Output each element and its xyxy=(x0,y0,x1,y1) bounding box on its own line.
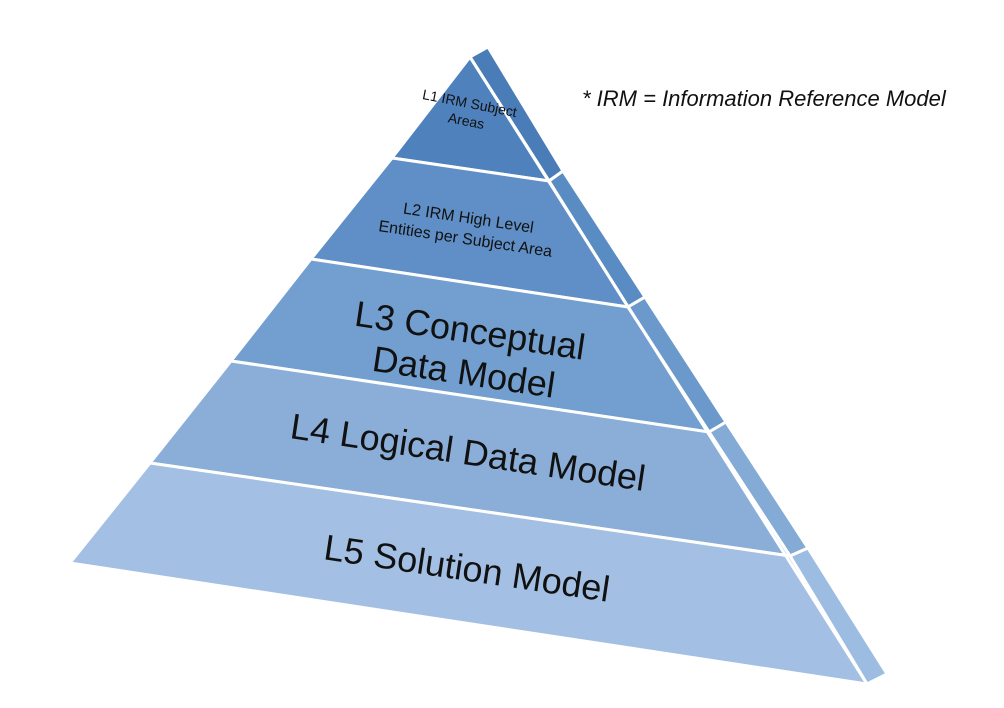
pyramid-front-faces xyxy=(68,55,869,686)
pyramid-ridge-edge xyxy=(468,56,869,685)
irm-footnote: * IRM = Information Reference Model xyxy=(582,86,946,111)
level-1-subject-areas-label-line: Areas xyxy=(447,109,486,132)
pyramid-side-faces xyxy=(468,45,889,686)
